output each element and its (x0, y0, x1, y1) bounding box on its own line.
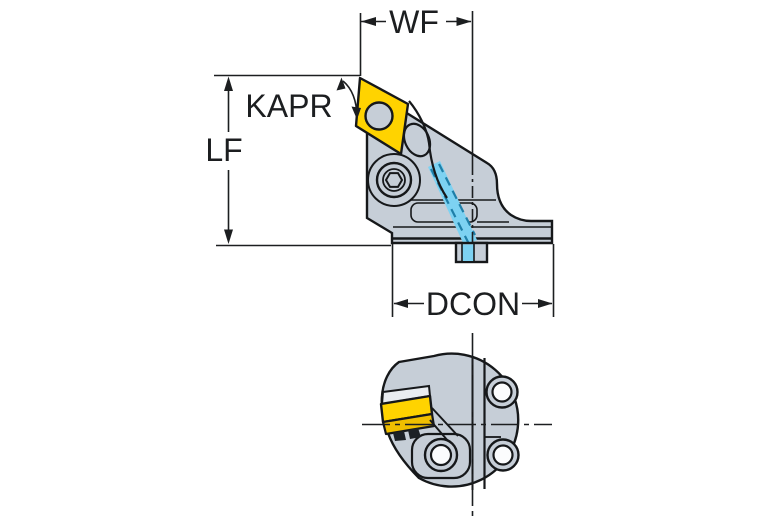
mount-hole-top-bore (491, 381, 513, 403)
kapr-arrow-bottom (351, 106, 361, 120)
hex-socket-icon (384, 172, 404, 188)
wf-label: WF (389, 4, 439, 40)
screw-pocket-bore (367, 153, 421, 207)
coolant-outlet-bore (462, 244, 474, 261)
dimension-dcon: DCON (391, 244, 555, 322)
mount-hole-bottom-bore (492, 444, 514, 466)
dimensions: WF LF KAPR DCON (205, 4, 555, 516)
wf-arrow-right (456, 17, 472, 26)
lf-arrow-up (224, 76, 233, 91)
dcon-label: DCON (426, 286, 520, 322)
lf-arrow-down (224, 229, 233, 244)
kapr-arrow-top (336, 77, 346, 91)
cutting-edge-shadow-1 (393, 431, 406, 441)
kapr-label: KAPR (245, 88, 332, 124)
side-view (354, 76, 554, 264)
boss-slot (410, 202, 478, 223)
bottom-view (379, 352, 520, 490)
pocket-corner-relief (402, 122, 432, 158)
dimension-wf: WF (359, 4, 472, 76)
insert-center-hole (364, 101, 394, 131)
hex-screw-socket (382, 168, 406, 192)
clamp-side-line-2 (429, 419, 449, 442)
wf-arrow-left (361, 17, 376, 26)
dimension-lf: LF (205, 74, 391, 247)
hex-screw-head (375, 161, 413, 199)
coolant-hidden-line-2 (438, 163, 476, 236)
dcon-arrow-right (538, 299, 553, 308)
lf-label: LF (205, 132, 242, 168)
coolant-channel (428, 161, 477, 245)
dimension-kapr: KAPR (245, 77, 361, 124)
mount-hole-left-bore (429, 443, 453, 467)
cutting-edge-shadow-2 (408, 428, 421, 439)
clamp-side-line-1 (431, 407, 459, 437)
